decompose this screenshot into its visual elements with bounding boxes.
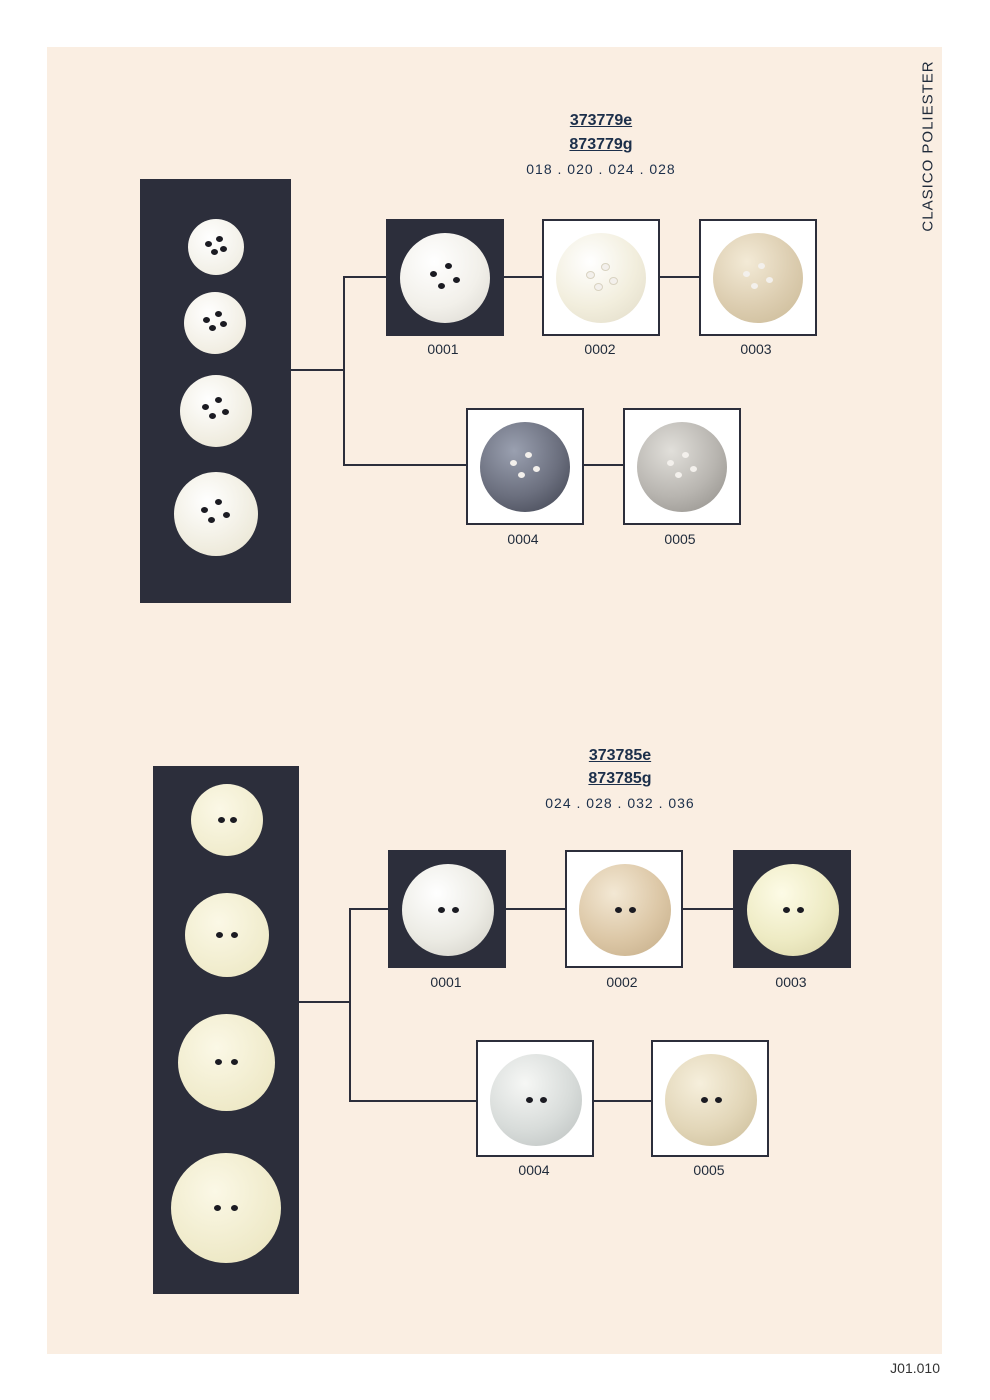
variant-label: 0004	[518, 1162, 550, 1178]
variant-label: 0004	[507, 531, 539, 547]
connector-line	[343, 464, 466, 466]
button-size-024	[191, 784, 263, 856]
variant-label: 0002	[584, 341, 616, 357]
connector-line	[682, 908, 734, 910]
collection-title: CLASICO POLIESTER	[919, 60, 937, 232]
variant-swatch-0003[interactable]	[699, 219, 817, 336]
button-swatch	[556, 233, 646, 323]
variant-label: 0002	[606, 974, 638, 990]
size-panel	[140, 179, 291, 603]
connector-line	[349, 908, 389, 910]
product-code-e: 373779e	[569, 112, 633, 129]
variant-swatch-0002[interactable]	[565, 850, 683, 968]
button-swatch	[713, 233, 803, 323]
variant-label: 0005	[693, 1162, 725, 1178]
variant-swatch-0001[interactable]	[386, 219, 504, 336]
button-swatch	[665, 1054, 757, 1146]
variant-label: 0001	[430, 974, 462, 990]
variant-label: 0003	[775, 974, 807, 990]
button-size-036	[171, 1153, 281, 1263]
connector-line	[583, 464, 623, 466]
connector-line	[660, 276, 699, 278]
product-code-g: 873779g	[569, 136, 633, 153]
button-size-032	[178, 1014, 275, 1111]
connector-line	[343, 276, 387, 278]
connector-line	[503, 276, 542, 278]
size-list: 018 . 020 . 024 . 028	[526, 161, 676, 177]
variant-label: 0001	[427, 341, 459, 357]
button-size-024	[180, 375, 252, 447]
variant-label: 0005	[664, 531, 696, 547]
button-size-018	[188, 219, 244, 275]
connector-line	[299, 1001, 350, 1003]
button-swatch	[402, 864, 494, 956]
connector-line	[593, 1100, 652, 1102]
variant-swatch-0004[interactable]	[466, 408, 584, 525]
variant-label: 0003	[740, 341, 772, 357]
variant-swatch-0004[interactable]	[476, 1040, 594, 1157]
button-swatch	[637, 422, 727, 512]
product-code-e: 373785e	[588, 747, 652, 764]
connector-line	[343, 276, 345, 466]
button-swatch	[480, 422, 570, 512]
variant-swatch-0003[interactable]	[733, 850, 851, 968]
page-number: J01.010	[890, 1360, 940, 1376]
button-swatch	[579, 864, 671, 956]
connector-line	[291, 369, 344, 371]
button-size-020	[184, 292, 246, 354]
connector-line	[349, 1100, 476, 1102]
connector-line	[506, 908, 565, 910]
variant-swatch-0002[interactable]	[542, 219, 660, 336]
size-list: 024 . 028 . 032 . 036	[545, 795, 695, 811]
variant-swatch-0005[interactable]	[651, 1040, 769, 1157]
size-panel	[153, 766, 299, 1294]
button-size-028	[185, 893, 269, 977]
variant-swatch-0005[interactable]	[623, 408, 741, 525]
variant-swatch-0001[interactable]	[388, 850, 506, 968]
connector-line	[349, 908, 351, 1102]
product-code-g: 873785g	[588, 770, 652, 787]
button-swatch	[400, 233, 490, 323]
button-size-028	[174, 472, 258, 556]
button-swatch	[490, 1054, 582, 1146]
button-swatch	[747, 864, 839, 956]
